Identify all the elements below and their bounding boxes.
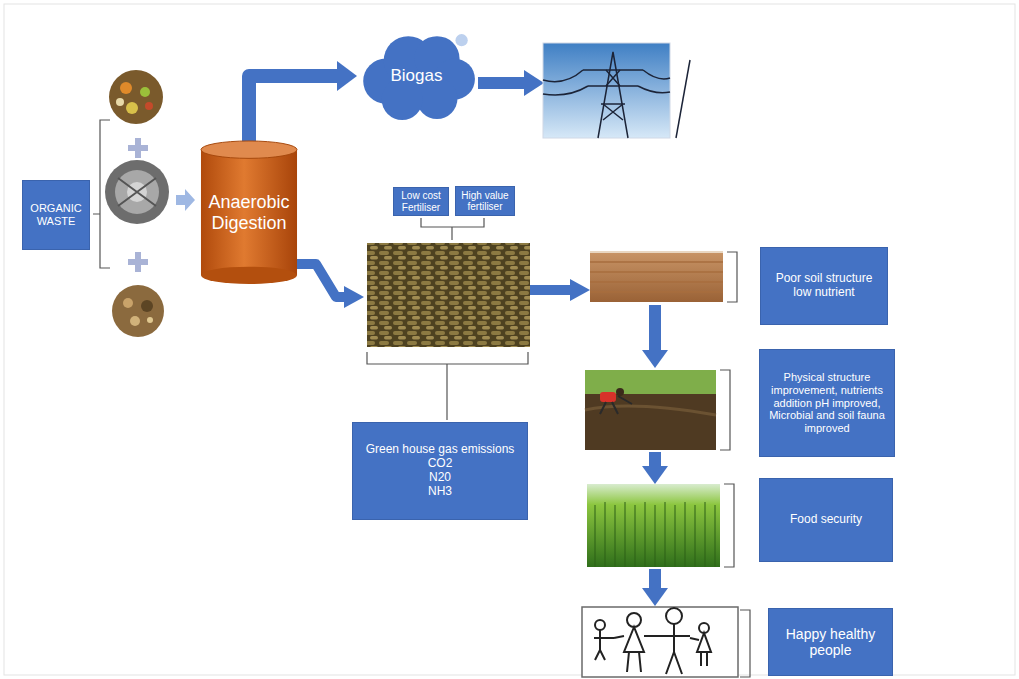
node-text: High value fertiliser xyxy=(459,190,511,213)
input-box: ORGANIC WASTE xyxy=(22,180,90,250)
stage-box: Physical structure improvement, nutrient… xyxy=(759,349,895,457)
stage-box: Poor soil structure low nutrient xyxy=(760,247,888,325)
node-text: Physical structure improvement, nutrient… xyxy=(765,371,889,434)
digester-cylinder: Anaerobic Digestion xyxy=(200,140,298,285)
outcome-box: Happy healthy people xyxy=(768,608,893,676)
node-text: Food security xyxy=(790,513,862,527)
emissions-box: Green house gas emissionsCO2N20NH3 xyxy=(352,422,528,520)
node-text: Happy healthy people xyxy=(774,626,887,658)
node-text: ORGANIC WASTE xyxy=(28,202,84,227)
output-cloud: Biogas xyxy=(355,30,478,122)
product-box: Low cost Fertiliser xyxy=(393,187,449,216)
stage-box: Food security xyxy=(759,478,893,562)
node-text: CO2 xyxy=(428,457,453,471)
node-text: Poor soil structure low nutrient xyxy=(766,272,882,300)
node-text: N20 xyxy=(429,471,451,485)
node-text: Biogas xyxy=(391,66,443,86)
node-text: Anaerobic Digestion xyxy=(206,192,292,233)
node-text: Low cost Fertiliser xyxy=(397,190,445,213)
product-box: High value fertiliser xyxy=(455,186,515,216)
node-text: Green house gas emissions xyxy=(366,443,515,457)
node-text: NH3 xyxy=(428,485,452,499)
flow-arrow xyxy=(249,61,357,144)
